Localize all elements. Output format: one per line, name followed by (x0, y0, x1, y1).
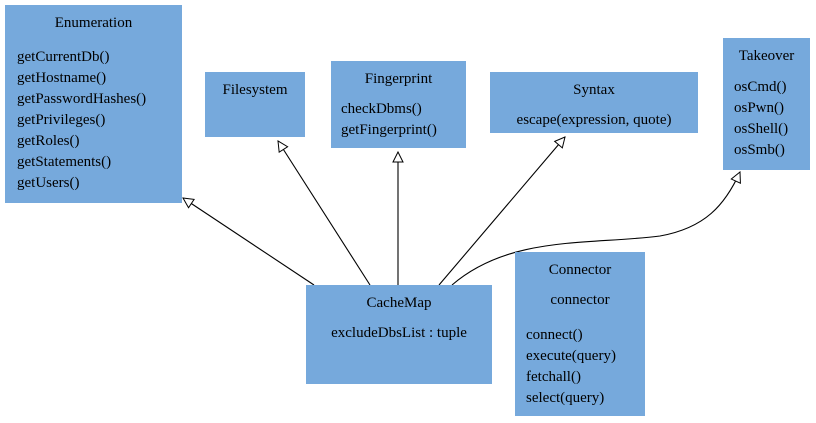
method: connect() (526, 327, 583, 343)
class-name: Connector (548, 262, 612, 278)
edge-cachemap-enumeration (183, 198, 315, 286)
class-takeover: Takeover osCmd() osPwn() osShell() osSmb… (723, 38, 810, 170)
method: escape(expression, quote) (516, 112, 672, 128)
method: getHostname() (17, 70, 107, 86)
attribute: connector (550, 292, 610, 308)
class-syntax: Syntax escape(expression, quote) (490, 72, 698, 133)
edge-cachemap-filesystem (278, 141, 371, 286)
class-name: Fingerprint (364, 71, 433, 87)
method: getFingerprint() (341, 122, 437, 138)
method: select(query) (526, 390, 605, 406)
method: execute(query) (526, 348, 616, 364)
class-name: Enumeration (54, 15, 133, 31)
edge-cachemap-syntax (438, 137, 565, 286)
edge-cachemap-takeover (451, 172, 740, 286)
class-enumeration: Enumeration getCurrentDb() getHostname()… (5, 5, 182, 203)
class-connector: Connector connector connect() execute(qu… (515, 252, 645, 416)
method: getCurrentDb() (17, 49, 110, 65)
method: getPrivileges() (17, 112, 106, 128)
method: checkDbms() (341, 101, 422, 117)
class-name: CacheMap (366, 295, 432, 311)
method: fetchall() (526, 369, 581, 385)
method: osCmd() (734, 79, 787, 95)
method: getRoles() (17, 133, 80, 149)
class-name: Filesystem (222, 82, 288, 98)
class-name: Takeover (738, 48, 795, 64)
class-filesystem: Filesystem (205, 72, 305, 137)
method: getPasswordHashes() (17, 91, 147, 107)
method: getUsers() (17, 175, 80, 191)
class-name: Syntax (573, 82, 615, 98)
method: osSmb() (734, 142, 785, 158)
attribute: excludeDbsList : tuple (331, 325, 467, 341)
class-fingerprint: Fingerprint checkDbms() getFingerprint() (331, 61, 466, 148)
class-cachemap: CacheMap excludeDbsList : tuple (306, 285, 492, 384)
method: getStatements() (17, 154, 112, 170)
method: osShell() (734, 121, 789, 137)
method: osPwn() (734, 100, 785, 116)
